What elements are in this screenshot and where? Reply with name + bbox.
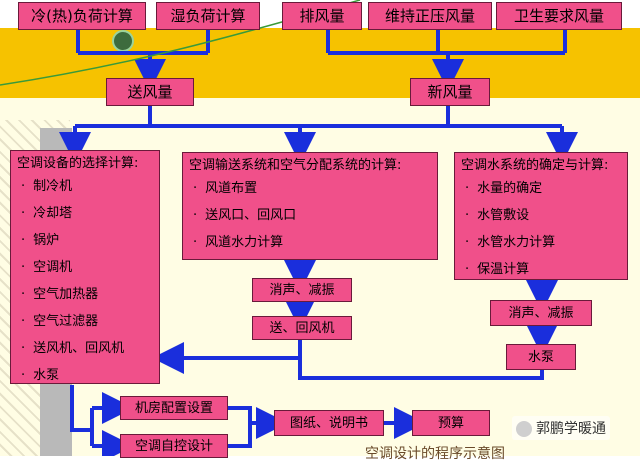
watermark: 郭鹏学暖通 [512, 416, 610, 440]
air-system-item: 风道布置 [193, 182, 257, 195]
equipment-item: 冷却塔 [21, 207, 72, 220]
equipment-item: 锅炉 [21, 234, 59, 247]
equipment-item: 空气过滤器 [21, 315, 98, 328]
equipment-item: 制冷机 [21, 180, 72, 193]
equipment-item: 空气加热器 [21, 288, 98, 301]
water-noise-reduction-box: 消声、减振 [490, 300, 592, 326]
drawings-box: 图纸、说明书 [274, 410, 384, 436]
water-system-item: 保温计算 [465, 263, 529, 276]
equipment-item: 送风机、回风机 [21, 342, 124, 355]
equipment-item: 空调机 [21, 261, 72, 274]
air-noise-reduction-box: 消声、减振 [252, 278, 352, 302]
wechat-icon [516, 421, 532, 437]
water-pump-box: 水泵 [506, 344, 576, 370]
equipment-title: 空调设备的选择计算: [17, 156, 139, 171]
air-system-item: 送风口、回风口 [193, 209, 296, 222]
machine-room-layout-box: 机房配置设置 [120, 396, 228, 420]
footer-caption: 空调设计的程序示意图 [365, 446, 505, 462]
budget-box: 预算 [412, 410, 490, 436]
water-system-item: 水量的确定 [465, 182, 542, 195]
water-system-title: 空调水系统的确定与计算: [461, 158, 609, 173]
equipment-selection-box: 空调设备的选择计算: 制冷机 冷却塔 锅炉 空调机 空气加热器 空气过滤器 送风… [10, 150, 160, 384]
supply-return-fan-box: 送、回风机 [252, 316, 352, 340]
supply-air-box: 送风量 [106, 78, 194, 106]
exhaust-air-box: 排风量 [282, 2, 362, 30]
fresh-air-box: 新风量 [410, 78, 490, 106]
equipment-item: 水泵 [21, 369, 59, 382]
cooling-heating-load-box: 冷(热)负荷计算 [18, 2, 146, 30]
water-system-box: 空调水系统的确定与计算: 水量的确定 水管敷设 水管水力计算 保温计算 [454, 152, 628, 280]
humidity-load-box: 湿负荷计算 [156, 2, 260, 30]
air-system-box: 空调输送系统和空气分配系统的计算: 风道布置 送风口、回风口 风道水力计算 [182, 152, 438, 260]
watermark-text: 郭鹏学暖通 [536, 421, 606, 437]
positive-pressure-air-box: 维持正压风量 [368, 2, 492, 30]
auto-control-design-box: 空调自控设计 [120, 434, 228, 458]
air-system-title: 空调输送系统和空气分配系统的计算: [189, 158, 402, 173]
hygiene-air-box: 卫生要求风量 [496, 2, 622, 30]
water-system-item: 水管水力计算 [465, 236, 555, 249]
air-system-item: 风道水力计算 [193, 236, 283, 249]
water-system-item: 水管敷设 [465, 209, 529, 222]
